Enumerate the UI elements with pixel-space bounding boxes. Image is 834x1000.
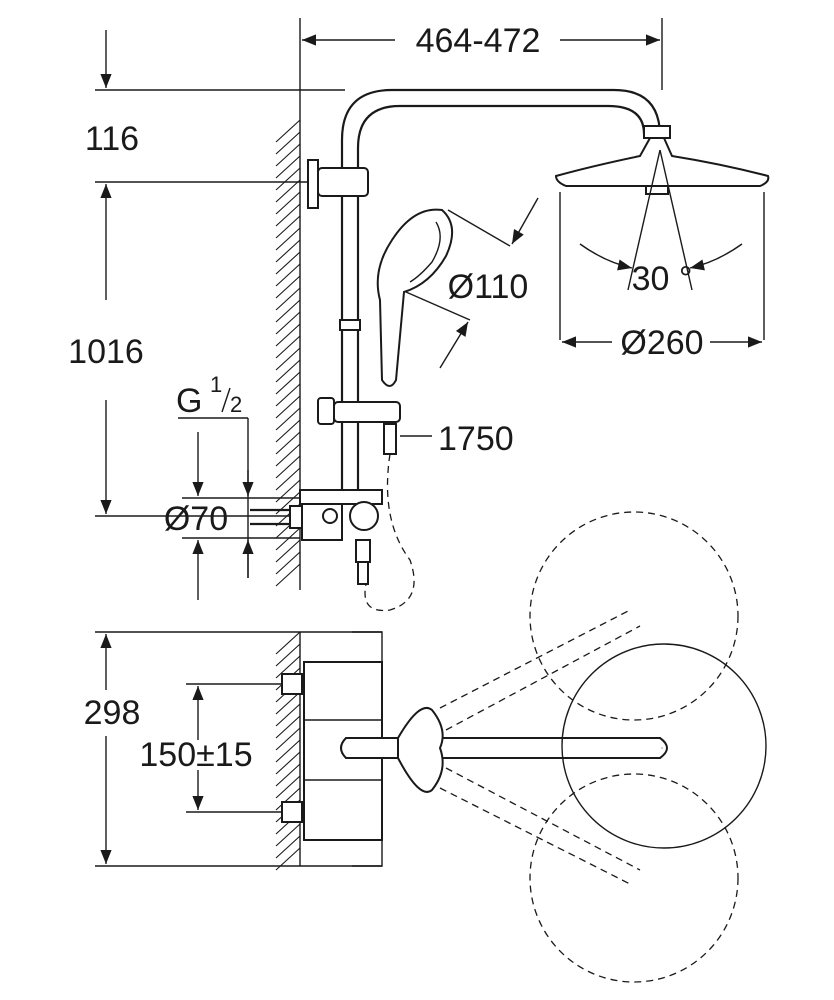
mixer-diameter-label: Ø70: [164, 500, 228, 538]
wall-hatch-line: [275, 727, 301, 751]
wall-hatch-line: [275, 691, 301, 715]
wall-hatch-line: [275, 179, 301, 203]
wall-hatch-line: [275, 787, 301, 811]
wall-hatch-line: [275, 443, 301, 467]
shower-rail: [307, 88, 662, 500]
wall-hatch-line: [275, 551, 301, 575]
wall-hatch-line: [275, 823, 301, 847]
wall-hatch-line: [275, 455, 301, 479]
thread-denominator-label: 2: [230, 392, 242, 417]
wall-lower: [275, 631, 301, 871]
wall-hatch-line: [275, 275, 301, 299]
wall-hatch-line: [275, 563, 301, 587]
wall-hatch-line: [275, 371, 301, 395]
outlet-height-label: 1750: [438, 420, 514, 458]
arm-top: [340, 707, 668, 793]
wall-hatch-line: [275, 263, 301, 287]
wall-hatch-line: [275, 203, 301, 227]
wall-hatch-line: [275, 479, 301, 503]
wall-hatch-line: [275, 191, 301, 215]
rail-height-label: 1016: [68, 333, 144, 371]
projection-label: 298: [84, 694, 141, 732]
wall-hatch-line: [275, 539, 301, 563]
wall-hatch-line: [275, 251, 301, 275]
wall-hatch-line: [275, 227, 301, 251]
wall-hatch-line: [275, 215, 301, 239]
side-view: 464-472 116 1016: [68, 18, 770, 612]
handshower-diameter-label: Ø110: [448, 268, 529, 306]
wall-hatch-line: [275, 143, 301, 167]
wall-hatch-line: [275, 155, 301, 179]
wall-hatch-line: [275, 311, 301, 335]
hose: [364, 453, 415, 612]
arm-reach-dimension: 464-472: [299, 18, 663, 120]
wall-hatch-line: [275, 715, 301, 739]
hand-shower: Ø110: [376, 197, 539, 387]
wall-hatch-line: [275, 359, 301, 383]
wall-upper: [275, 119, 301, 590]
wall-hatch-line: [275, 131, 301, 155]
head-shower: 30 ° Ø260: [554, 125, 770, 362]
wall-hatch-line: [275, 395, 301, 419]
wall-hatch-line: [275, 299, 301, 323]
wall-hatch-line: [275, 119, 301, 143]
wall-hatch-line: [275, 347, 301, 371]
wall-hatch-line: [275, 643, 301, 667]
wall-hatch-line: [275, 751, 301, 775]
height-dimensions: 116 1016: [68, 30, 345, 517]
wall-hatch-line: [275, 527, 301, 551]
wall-hatch-line: [275, 419, 301, 443]
head-shower-top: [439, 511, 767, 983]
wall-hatch-line: [275, 167, 301, 191]
wall-hatch-line: [275, 431, 301, 455]
spray-angle-label: 30 °: [632, 260, 693, 298]
wall-hatch-line: [275, 835, 301, 859]
headshower-diameter-label: Ø260: [620, 324, 703, 362]
arm-reach-label: 464-472: [416, 22, 541, 60]
wall-hatch-line: [275, 323, 301, 347]
thread-numerator-label: 1: [210, 372, 222, 397]
top-offset-label: 116: [85, 120, 139, 158]
top-view: 298 150±15: [84, 511, 767, 983]
wall-hatch-line: [275, 407, 301, 431]
handshower-holder: 1750: [317, 397, 514, 458]
wall-hatch-line: [275, 467, 301, 491]
wall-hatch-line: [275, 287, 301, 311]
wall-hatch-line: [275, 239, 301, 263]
wall-hatch-line: [275, 703, 301, 727]
thread-prefix-label: G: [176, 382, 202, 420]
wall-hatch-line: [275, 335, 301, 359]
wall-hatch-line: [275, 655, 301, 679]
thermostat-mixer: [250, 489, 383, 585]
wall-hatch-line: [275, 383, 301, 407]
wall-hatch-line: [275, 763, 301, 787]
projection-dimensions: 298 150±15: [84, 631, 382, 867]
wall-hatch-line: [275, 631, 301, 655]
connection-dimensions: G 1 2 Ø70: [164, 372, 300, 600]
centers-label: 150±15: [139, 736, 252, 774]
wall-hatch-line: [275, 775, 301, 799]
wall-hatch-line: [275, 739, 301, 763]
